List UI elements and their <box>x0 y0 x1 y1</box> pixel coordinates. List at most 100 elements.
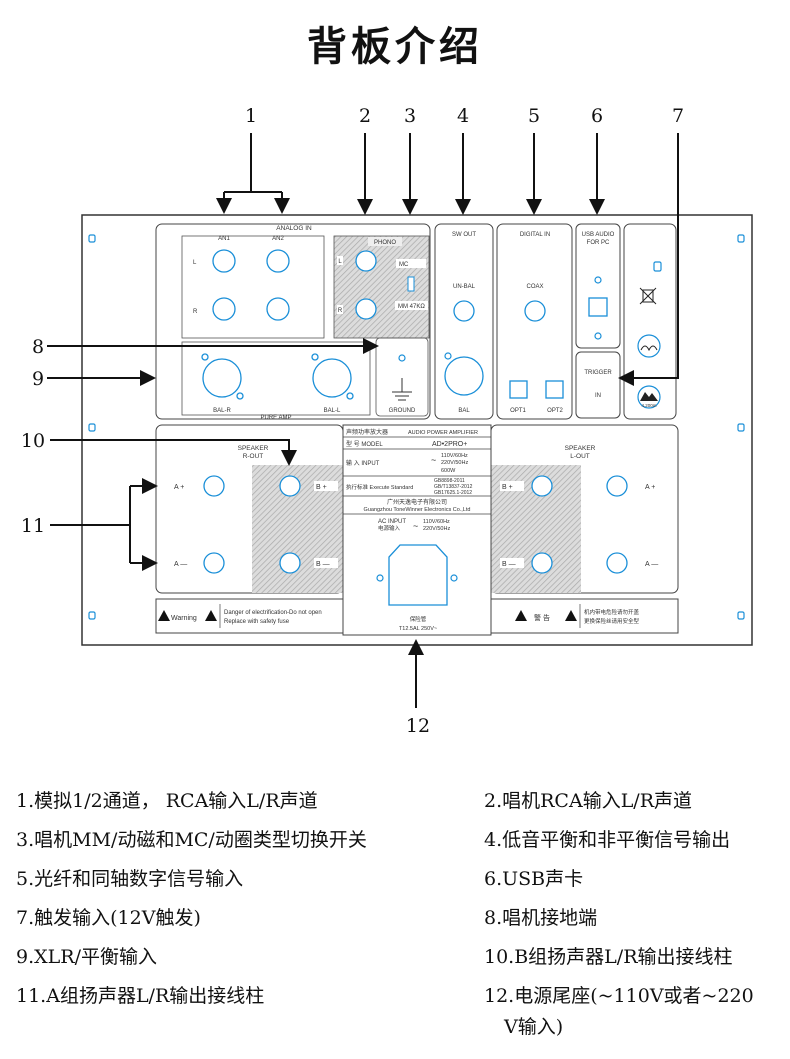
legend-item-9: 9.XLR/平衡输入 <box>16 946 157 968</box>
mm-mc-switch <box>407 276 415 292</box>
warning-text-2: Replace with safety fuse <box>224 619 290 625</box>
ac-v1-label: 110V/60Hz <box>423 519 450 525</box>
trigger-label: TRIGGER <box>584 370 612 376</box>
rca-r-label: R <box>193 309 198 315</box>
altitude-icon <box>637 385 661 409</box>
warning-triangle-icon <box>565 610 577 621</box>
callout-5: 5 <box>528 105 540 127</box>
callout-7: 7 <box>672 105 684 127</box>
ac-v2-label: 220V/50Hz <box>423 526 450 532</box>
an1-r-jack <box>212 297 236 321</box>
warning-box-en <box>155 598 344 634</box>
coax-label: COAX <box>526 284 543 290</box>
callout-6: 6 <box>591 105 603 127</box>
b-minus-r-label: B — <box>316 561 330 568</box>
sw-unbal-jack <box>453 300 475 322</box>
usb-audio-label: USB AUDIO <box>582 232 615 238</box>
warning-triangle-icon <box>158 610 170 621</box>
callout-12: 12 <box>406 715 430 737</box>
callout-4: 4 <box>457 105 469 127</box>
bal-l-xlr <box>312 358 352 398</box>
warn-cn-text-2: 更换保险丝请用安全型 <box>584 617 640 625</box>
l-out-label: L-OUT <box>570 453 590 460</box>
ac-input-cn-label: 电源输入 <box>378 524 401 532</box>
callout-2: 2 <box>359 105 371 127</box>
phono-label: PHONO <box>374 240 396 246</box>
callout-11: 11 <box>21 515 45 537</box>
legend-item-4: 4.低音平衡和非平衡信号输出 <box>484 829 731 851</box>
a-minus-r-post <box>203 552 225 574</box>
a-minus-r-label: A — <box>174 561 187 568</box>
label-input-v2: 220V/50Hz <box>441 460 468 466</box>
bal-l-label: BAL-L <box>324 408 341 414</box>
legend-item-5: 5.光纤和同轴数字信号输入 <box>16 868 244 890</box>
an2-r-jack <box>266 297 290 321</box>
phono-box <box>333 235 430 339</box>
altitude-label: 4,200m <box>641 403 656 408</box>
mount-hole <box>88 611 96 620</box>
un-bal-label: UN-BAL <box>453 284 476 290</box>
phono-l-jack <box>355 250 377 272</box>
phono-r-label: R <box>338 308 343 314</box>
opt1-label: OPT1 <box>510 408 526 414</box>
bal-label: BAL <box>458 408 470 414</box>
ac-input-label: AC INPUT <box>378 519 406 525</box>
speaker-l-label: SPEAKER <box>565 445 596 452</box>
ground-label: GROUND <box>389 408 416 414</box>
label-std-2: GB/T13837-2012 <box>434 484 473 490</box>
mount-hole <box>737 611 745 620</box>
digital-in-box <box>496 223 573 420</box>
tropical-climate-icon <box>637 334 661 358</box>
label-maker-cn: 广州天逸电子有限公司 <box>387 498 447 506</box>
label-name-cn: 声频功率放大器 <box>346 428 388 436</box>
b-plus-l-label: B + <box>502 484 513 491</box>
b-plus-r-post <box>279 475 301 497</box>
digital-in-label: DIGITAL IN <box>520 232 550 238</box>
b-plus-r-label: B + <box>316 484 327 491</box>
legend-item-2: 2.唱机RCA输入L/R声道 <box>484 790 693 812</box>
mount-hole <box>737 234 745 243</box>
rear-panel-diagram: ANALOG IN AN1 AN2 L R PHONO L R MC MM 47… <box>21 105 753 737</box>
an1-label: AN1 <box>218 236 230 242</box>
svg-text:~: ~ <box>431 455 436 465</box>
label-input-w: 600W <box>441 468 456 474</box>
label-maker-en: Guangzhou ToneWinner Electronics Co.,Ltd <box>364 507 471 513</box>
opt2-port <box>545 380 564 399</box>
warn-cn-label: 警 告 <box>534 613 550 622</box>
label-std-1: GB8898-2011 <box>434 478 465 484</box>
sw-bal-xlr <box>444 356 484 396</box>
a-minus-l-label: A — <box>645 561 658 568</box>
legend-item-7: 7.触发输入(12V触发) <box>16 907 201 929</box>
mc-label: MC <box>399 262 409 268</box>
label-input-key: 输 入 INPUT <box>346 459 380 467</box>
callout-8: 8 <box>32 336 44 358</box>
weee-bin-icon <box>639 287 657 305</box>
cert-box <box>623 223 677 420</box>
b-minus-r-post <box>279 552 301 574</box>
b-minus-l-label: B — <box>502 561 516 568</box>
r-out-label: R-OUT <box>243 453 264 460</box>
coax-jack <box>524 300 546 322</box>
a-minus-l-post <box>606 552 628 574</box>
pure-amp-label: PURE AMP <box>260 415 291 421</box>
legend-item-6: 6.USB声卡 <box>484 868 584 890</box>
ground-screw <box>398 354 406 362</box>
warning-box-cn <box>490 598 679 634</box>
page-title: 背板介绍 <box>307 23 483 70</box>
callout-9: 9 <box>32 368 44 390</box>
rca-l-label: L <box>193 260 197 266</box>
rating-label <box>342 424 492 636</box>
svg-text:~: ~ <box>413 521 418 531</box>
mount-hole <box>88 423 96 432</box>
opt1-port <box>509 380 528 399</box>
label-std-3: GB17625.1-2012 <box>434 490 472 496</box>
opt2-label: OPT2 <box>547 408 563 414</box>
an1-l-jack <box>212 249 236 273</box>
analog-in-label: ANALOG IN <box>276 225 312 232</box>
ground-box <box>375 337 429 417</box>
bal-r-xlr <box>202 358 242 398</box>
callout-10: 10 <box>21 430 45 452</box>
a-plus-r-label: A + <box>174 484 184 491</box>
phono-r-jack <box>355 298 377 320</box>
fuse-label: T12.5AL 250V~ <box>399 626 437 632</box>
